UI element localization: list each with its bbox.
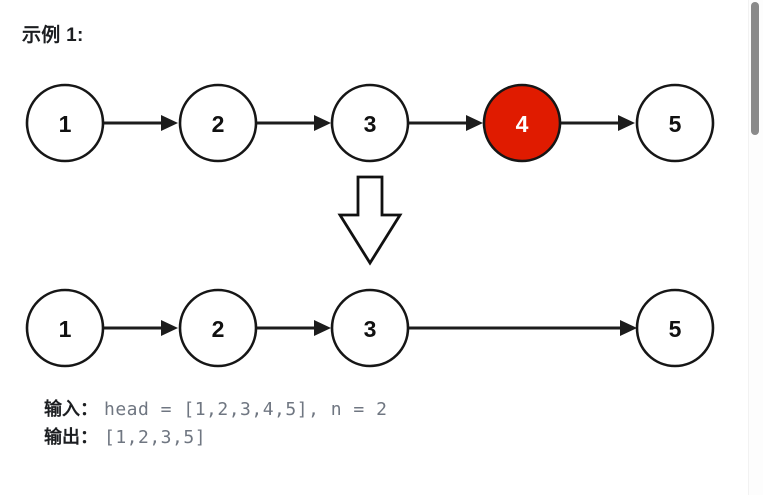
page-title: 示例 1: <box>22 25 84 46</box>
input-value: head = [1,2,3,4,5], n = 2 <box>104 399 388 420</box>
link-after-1-to-2 <box>103 320 178 336</box>
list-node-after-1: 1 <box>25 288 105 368</box>
list-node-label: 2 <box>212 111 225 137</box>
list-node-label: 5 <box>669 316 682 342</box>
io-block: 输入： head = [1,2,3,4,5], n = 2 输出： [1,2,3… <box>44 396 724 452</box>
link-after-3-to-5 <box>408 320 637 336</box>
list-node-before-4-highlighted: 4 <box>482 83 562 163</box>
linked-list-diagram: 1 2 3 4 5 5 ============ --> <box>25 83 715 368</box>
list-node-after-3: 3 <box>330 288 410 368</box>
list-node-before-3: 3 <box>330 83 410 163</box>
link-after-2-to-3 <box>256 320 331 336</box>
vertical-scrollbar-track[interactable] <box>748 0 763 495</box>
list-node-before-2: 2 <box>178 83 258 163</box>
list-node-before-5: 5 <box>635 83 715 163</box>
output-label: 输出： <box>44 426 98 447</box>
link-1-to-2 <box>103 115 178 131</box>
list-node-label: 3 <box>364 316 377 342</box>
link-4-to-5 <box>560 115 635 131</box>
down-arrow-icon <box>337 175 403 266</box>
list-node-label: 1 <box>59 111 72 137</box>
list-node-after-2: 2 <box>178 288 258 368</box>
list-node-after-5: 5 <box>635 288 715 368</box>
link-3-to-4 <box>408 115 483 131</box>
list-node-label: 3 <box>364 111 377 137</box>
list-node-before-1: 1 <box>25 83 105 163</box>
linked-list-row-after: 1 2 3 5 <box>25 288 715 368</box>
list-node-label: 1 <box>59 316 72 342</box>
list-node-label: 4 <box>516 111 529 137</box>
list-node-label: 2 <box>212 316 225 342</box>
linked-list-row-before: 1 2 3 4 5 <box>25 83 715 163</box>
output-value: [1,2,3,5] <box>104 426 207 448</box>
vertical-scrollbar-thumb[interactable] <box>751 2 759 135</box>
link-2-to-3 <box>256 115 331 131</box>
list-node-label: 5 <box>669 111 682 137</box>
output-line: 输出： [1,2,3,5] <box>44 424 724 452</box>
input-label: 输入： <box>44 399 98 419</box>
input-line: 输入： head = [1,2,3,4,5], n = 2 <box>44 396 724 424</box>
